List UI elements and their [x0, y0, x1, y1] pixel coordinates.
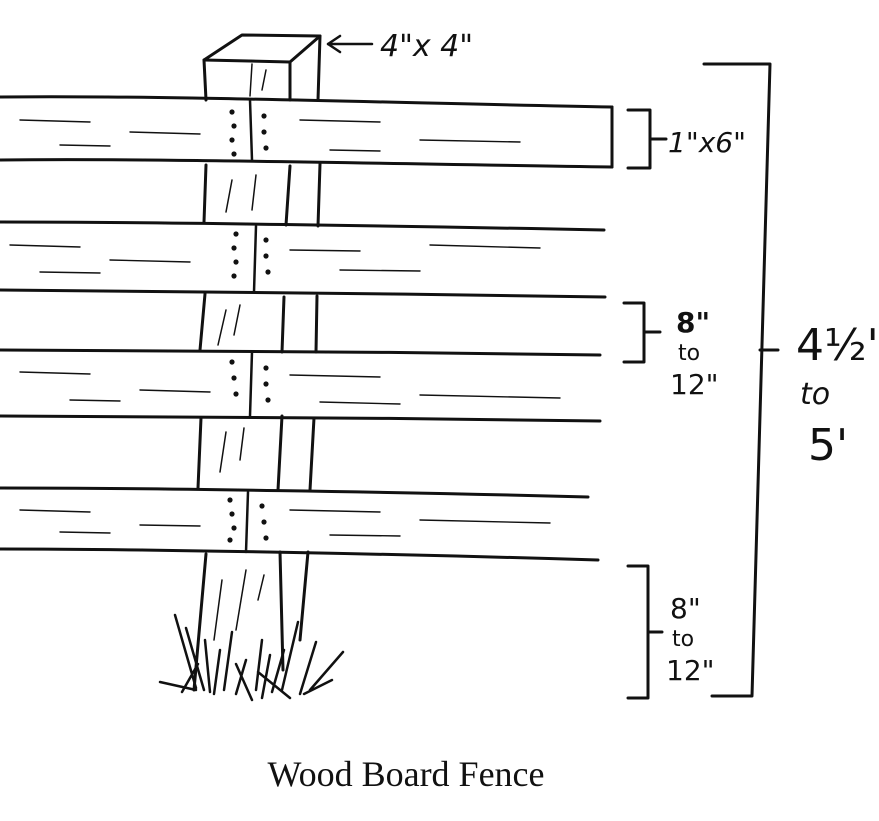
- nail-dot: [231, 375, 237, 381]
- grass: [158, 613, 345, 702]
- board-size-bracket: [626, 108, 668, 170]
- nail-dot: [229, 511, 235, 517]
- fence-height-top: 4½': [796, 320, 879, 371]
- nail-dot: [261, 519, 267, 525]
- nail-dot: [259, 503, 265, 509]
- board-3: [0, 348, 602, 423]
- nail-dot: [229, 109, 235, 115]
- post-size-label: 4"x 4": [380, 29, 473, 64]
- board-size-label: 1"x6": [668, 126, 746, 159]
- fence-height-annotation: 4½' to 5': [702, 62, 879, 698]
- arrow-left-icon: [326, 34, 374, 54]
- board-gap-top: 8": [676, 306, 710, 339]
- nail-dot: [231, 245, 237, 251]
- board-1: [0, 95, 614, 169]
- diagram-caption: Wood Board Fence: [267, 754, 544, 794]
- nail-dot: [263, 237, 269, 243]
- board-gap-bottom: 12": [670, 368, 719, 401]
- board-gap-mid: to: [678, 341, 700, 366]
- nail-dot: [231, 525, 237, 531]
- nail-dot: [263, 253, 269, 259]
- board-4: [0, 486, 600, 562]
- board-2: [0, 220, 607, 299]
- ground-clearance-top: 8": [670, 592, 701, 625]
- board-gap-bracket: [622, 301, 662, 364]
- fence-boards: [0, 95, 614, 562]
- nail-dot: [263, 145, 269, 151]
- nail-dot: [263, 535, 269, 541]
- nail-dot: [233, 231, 239, 237]
- nail-dot: [261, 113, 267, 119]
- nail-dot: [233, 391, 239, 397]
- nail-dot: [229, 359, 235, 365]
- post-top: [202, 33, 322, 64]
- post-size-annotation: 4"x 4": [326, 29, 473, 64]
- fence-post: [192, 33, 322, 692]
- nail-dot: [265, 269, 271, 275]
- nail-dot: [263, 365, 269, 371]
- ground-clearance-mid: to: [672, 627, 694, 652]
- board-size-annotation: 1"x6": [626, 108, 746, 170]
- nail-dot: [265, 397, 271, 403]
- fence-height-bracket: [702, 62, 780, 698]
- fence-height-bottom: 5': [808, 420, 848, 471]
- nail-marks: [227, 109, 271, 543]
- nail-dot: [231, 273, 237, 279]
- nail-dot: [227, 497, 233, 503]
- board-gap-annotation: 8" to 12": [622, 301, 719, 401]
- ground-clearance-annotation: 8" to 12": [626, 564, 715, 700]
- nail-dot: [263, 381, 269, 387]
- nail-dot: [231, 123, 237, 129]
- fence-height-mid: to: [800, 377, 830, 412]
- ground-clearance-bottom: 12": [666, 654, 715, 687]
- ground-clearance-bracket: [626, 564, 664, 700]
- nail-dot: [233, 259, 239, 265]
- nail-dot: [261, 129, 267, 135]
- nail-dot: [227, 537, 233, 543]
- nail-dot: [229, 137, 235, 143]
- nail-dot: [231, 151, 237, 157]
